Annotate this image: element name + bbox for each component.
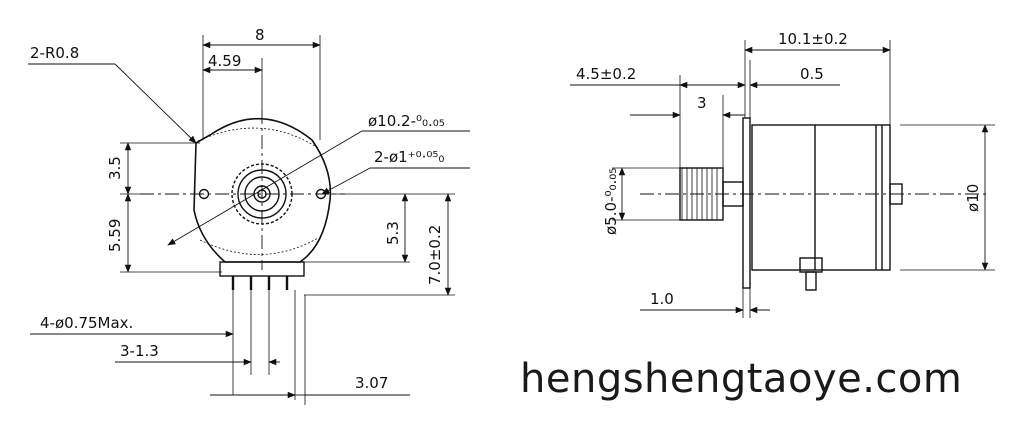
label-height-lower: 5.59 (106, 219, 124, 252)
terminal-block (219, 261, 305, 277)
label-offset-x: 4.59 (208, 52, 241, 70)
label-pinion-dia: ø10.2-⁰₀.₀₅ (368, 112, 445, 130)
label-flange: 0.5 (800, 65, 824, 83)
side-body (751, 124, 891, 271)
mount-hole-left (198, 188, 210, 200)
side-flange (742, 117, 751, 289)
gear-outer (231, 163, 293, 225)
label-pin-dia: 4-ø0.75Max. (40, 314, 133, 332)
motor-body (193, 117, 332, 263)
label-gear-dia: ø5.0-⁰₀.₀₅ (602, 168, 620, 235)
label-pin-pitch: 3-1.3 (120, 342, 159, 360)
label-gear-width: 3 (697, 94, 707, 112)
label-mount-holes: 2-ø1⁺⁰·⁰⁵₀ (374, 148, 444, 166)
label-shaft-len: 1.0 (650, 290, 674, 308)
label-height-upper: 3.5 (106, 156, 124, 180)
label-pin-offset: 3.07 (355, 374, 388, 392)
label-mid-height: 5.3 (384, 221, 402, 245)
label-gear-len: 4.5±0.2 (576, 65, 636, 83)
label-body-dia: ø10 (964, 184, 982, 212)
watermark-text: hengshengtaoye.com (520, 356, 963, 402)
terminal-pins (231, 276, 289, 290)
label-corner-radius: 2-R0.8 (30, 44, 79, 62)
label-overall-len: 10.1±0.2 (778, 30, 848, 48)
side-view (570, 40, 995, 318)
label-width-total: 8 (255, 26, 265, 44)
front-view (28, 35, 470, 405)
label-body-height: 7.0±0.2 (426, 225, 444, 285)
